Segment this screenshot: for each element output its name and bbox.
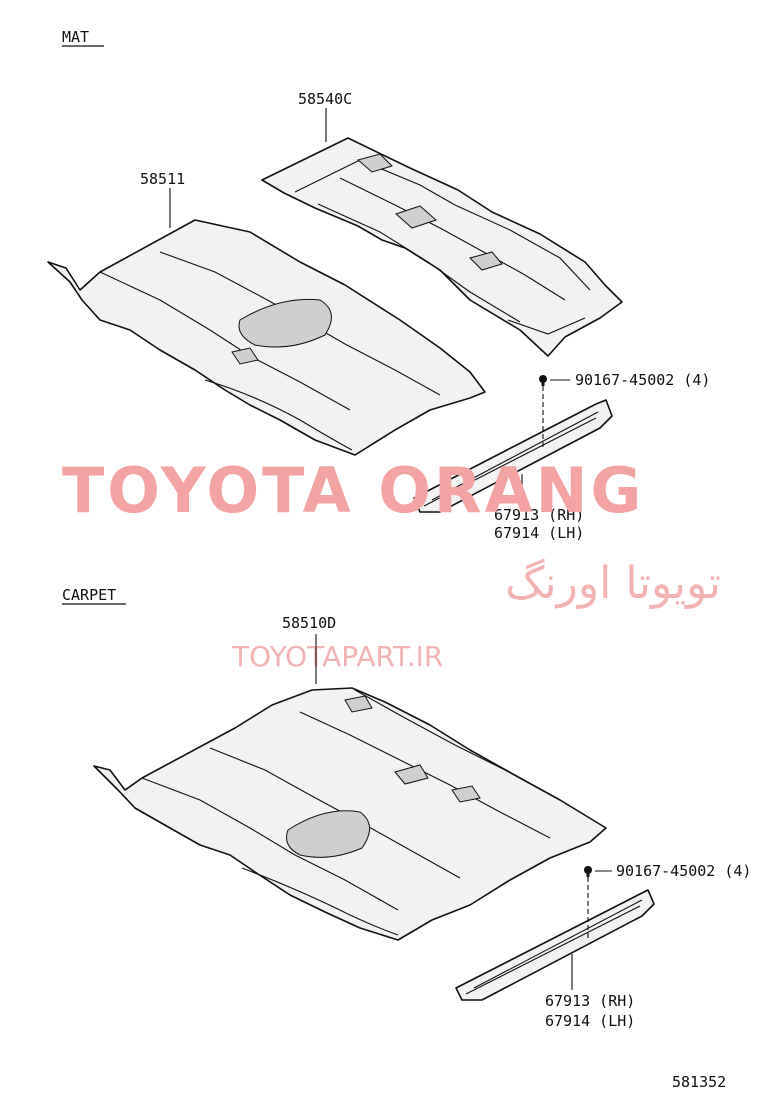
watermark-brand: TOYOTA ORANG [62, 454, 644, 527]
carpet-heading: CARPET [62, 586, 116, 604]
carpet-scuff-rh-part-number: 67913 (RH) [545, 992, 635, 1010]
carpet-scuff-plate-illustration [455, 889, 655, 1001]
mat-scuff-lh-part-number: 67914 (LH) [494, 524, 584, 542]
carpet-illustration [93, 687, 607, 941]
carpet-clip-icon [584, 866, 592, 877]
front-mat-part-number: 58511 [140, 170, 185, 188]
watermark-url: TOYOTAPART.IR [231, 640, 443, 673]
carpet-scuff-lh-part-number: 67914 (LH) [545, 1012, 635, 1030]
carpet-part-number: 58510D [282, 614, 336, 632]
rear-mat-part-number: 58540C [298, 90, 352, 108]
watermark: TOYOTA ORANG تویوتا اورنگ TOYOTAPART.IR [62, 454, 721, 673]
carpet-section: CARPET 58510D 90167-45002 (4) [62, 586, 751, 1030]
mat-scuff-plate-illustration [413, 399, 613, 513]
figure-number: 581352 [672, 1073, 726, 1091]
carpet-clip-part-number: 90167-45002 (4) [616, 862, 751, 880]
mat-heading: MAT [62, 28, 89, 46]
mat-clip-part-number: 90167-45002 (4) [575, 371, 710, 389]
rear-mat-illustration [261, 137, 623, 357]
mat-section: MAT 58540C 58511 [47, 28, 710, 542]
front-mat-illustration [47, 219, 486, 456]
mat-scuff-rh-part-number: 67913 (RH) [494, 506, 584, 524]
mat-clip-icon [539, 375, 547, 386]
watermark-brand-persian: تویوتا اورنگ [505, 558, 721, 609]
